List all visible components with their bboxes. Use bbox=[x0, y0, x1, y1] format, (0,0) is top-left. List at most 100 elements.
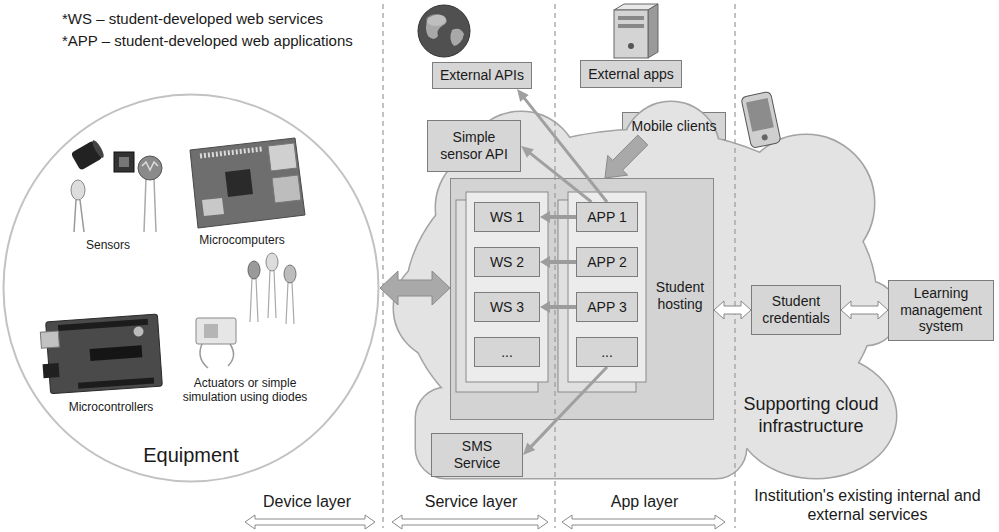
actuator-picture bbox=[228, 344, 234, 366]
sensor-picture bbox=[154, 178, 156, 232]
controller-picture bbox=[43, 363, 60, 378]
label-slot: Sensors bbox=[58, 238, 158, 252]
board-picture bbox=[200, 149, 262, 156]
cloud-outline bbox=[736, 354, 896, 478]
layer-name: App layer bbox=[562, 492, 727, 511]
box-label: APP 2 bbox=[587, 254, 626, 271]
board-picture bbox=[190, 138, 305, 228]
actuator-picture bbox=[250, 278, 252, 322]
region-outline bbox=[4, 95, 379, 482]
layer-arrow bbox=[245, 515, 725, 529]
label-slot: App layer bbox=[562, 492, 727, 511]
actuator-picture bbox=[292, 282, 294, 324]
label-slot: *WS – student-developed web services bbox=[62, 10, 392, 28]
connector-arrow bbox=[523, 366, 608, 455]
label-slot: Microcontrollers bbox=[56, 400, 166, 414]
sensor-picture bbox=[71, 180, 85, 200]
server-icon bbox=[628, 43, 634, 49]
sensor-picture bbox=[119, 157, 129, 167]
globe-icon bbox=[426, 14, 447, 39]
box-label: APP 3 bbox=[587, 299, 626, 316]
layer-arrow bbox=[392, 515, 548, 529]
globe-icon bbox=[418, 5, 470, 57]
layer-divider bbox=[734, 4, 735, 528]
connector-arrow bbox=[605, 135, 648, 178]
label-slot: Service layer bbox=[392, 492, 550, 511]
board-picture bbox=[268, 143, 297, 171]
actuator-picture bbox=[196, 253, 296, 368]
service-box: WS 3 bbox=[474, 292, 540, 322]
box-label: External apps bbox=[588, 66, 674, 83]
actuator-picture bbox=[284, 265, 296, 283]
column-frame bbox=[568, 192, 646, 382]
part-caption: Actuators or simple simulation using dio… bbox=[170, 376, 320, 405]
sensor-picture bbox=[138, 156, 162, 180]
api-box: Simple sensor API bbox=[427, 120, 521, 172]
label-slot: Actuators or simple simulation using dio… bbox=[170, 376, 320, 405]
app-box: APP 2 bbox=[576, 247, 638, 277]
server-icon bbox=[648, 4, 658, 58]
layer-arrow bbox=[245, 515, 375, 529]
label-slot: Microcomputers bbox=[182, 233, 302, 247]
server-icon bbox=[618, 24, 644, 28]
actuator-picture bbox=[266, 253, 278, 271]
connector-arrow bbox=[540, 301, 576, 313]
phone-icon bbox=[761, 134, 768, 141]
server-icon bbox=[618, 16, 644, 20]
label-slot: Institution's existing internal and exte… bbox=[745, 486, 990, 524]
connector-arrow bbox=[540, 256, 576, 268]
board-picture bbox=[202, 198, 224, 216]
box-label: WS 2 bbox=[490, 254, 524, 271]
board-picture bbox=[190, 138, 305, 228]
layer-name: Service layer bbox=[392, 492, 550, 511]
box-label: Mobile clients bbox=[632, 118, 717, 135]
sensor-picture bbox=[114, 152, 134, 172]
label-slot: Device layer bbox=[232, 492, 382, 511]
connector-arrow bbox=[521, 146, 592, 203]
globe-icon bbox=[418, 5, 470, 57]
actuator-picture bbox=[248, 261, 260, 279]
controller-picture bbox=[78, 378, 154, 389]
cloud-outline bbox=[738, 135, 874, 271]
actuator-picture bbox=[196, 318, 236, 344]
sensor-picture bbox=[71, 139, 162, 232]
controller-picture bbox=[40, 331, 59, 348]
controller-picture bbox=[46, 314, 163, 394]
connector-arrow bbox=[380, 271, 450, 305]
box-label: ... bbox=[601, 344, 613, 361]
cloud-outline bbox=[738, 135, 874, 271]
sensor-picture bbox=[91, 139, 106, 159]
note-text: *WS – student-developed web services bbox=[62, 10, 392, 28]
connector-arrow bbox=[714, 301, 751, 319]
actuator-picture bbox=[286, 282, 288, 324]
actuator-picture bbox=[274, 270, 276, 318]
controller-picture bbox=[40, 314, 163, 394]
board-picture bbox=[225, 169, 253, 197]
globe-icon bbox=[426, 14, 446, 26]
box-label: Simple sensor API bbox=[433, 129, 515, 163]
box-label: ... bbox=[501, 344, 513, 361]
part-caption: Microcomputers bbox=[182, 233, 302, 247]
note-text: *APP – student-developed web application… bbox=[62, 32, 392, 50]
sensor-picture bbox=[71, 139, 106, 171]
actuator-picture bbox=[256, 278, 258, 322]
app-box: APP 1 bbox=[576, 202, 638, 232]
server-icon bbox=[614, 4, 658, 58]
box-label: WS 3 bbox=[490, 299, 524, 316]
layer-name: Institution's existing internal and exte… bbox=[745, 486, 990, 524]
controller-picture bbox=[90, 345, 143, 361]
app-box: APP 3 bbox=[576, 292, 638, 322]
label-slot: *APP – student-developed web application… bbox=[62, 32, 392, 50]
part-caption: Sensors bbox=[58, 238, 158, 252]
sensor-picture bbox=[142, 162, 158, 170]
layer-divider bbox=[554, 4, 555, 528]
server-icon bbox=[614, 10, 648, 58]
service-box: WS 2 bbox=[474, 247, 540, 277]
layer-name: Device layer bbox=[232, 492, 382, 511]
sensor-picture bbox=[74, 200, 76, 232]
part-caption: Microcontrollers bbox=[56, 400, 166, 414]
credential-box: Student credentials bbox=[751, 285, 841, 335]
layer-divider bbox=[382, 4, 383, 528]
box-label: Equipment bbox=[2, 443, 380, 467]
